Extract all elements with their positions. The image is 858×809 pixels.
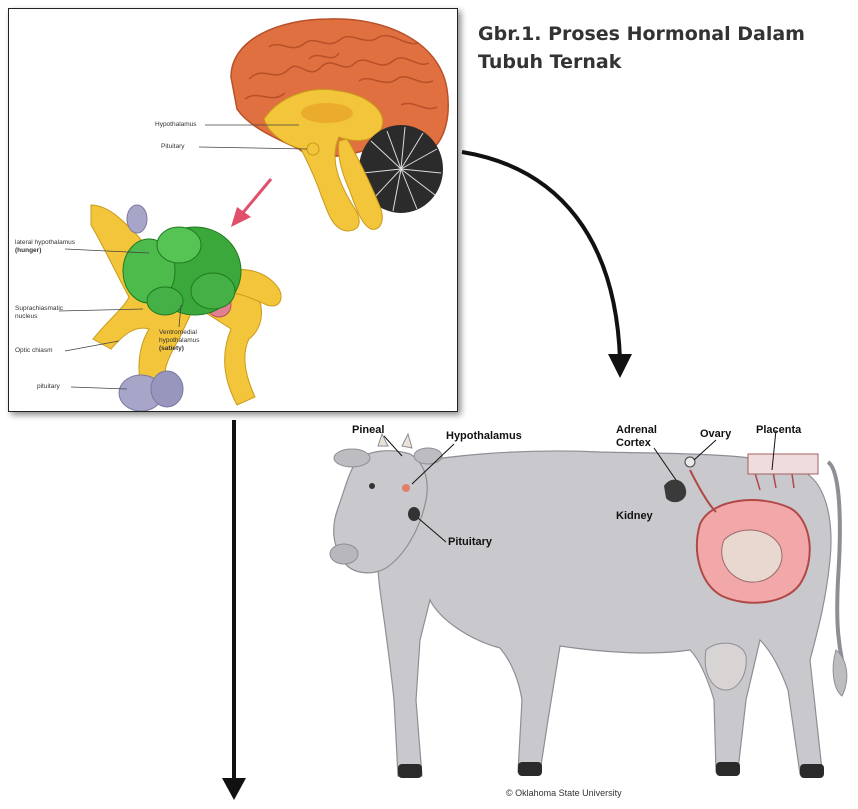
label-ovary: Ovary: [700, 428, 731, 441]
label-lateral-hypothalamus: lateral hypothalamus (hunger): [15, 239, 75, 255]
curved-arrow: [462, 152, 632, 378]
label-pineal: Pineal: [352, 424, 384, 437]
pituitary-gland: [119, 371, 183, 411]
zoom-arrow: [231, 179, 271, 227]
kidney-organ: [664, 480, 686, 503]
label-ventromedial: Ventromedial hypothalamus (satiety): [159, 329, 199, 353]
brain-panel: Hypothalamus Pituitary lateral hypothala…: [8, 8, 458, 412]
copyright-text: © Oklahoma State University: [506, 788, 622, 798]
label-cow-hypothalamus: Hypothalamus: [446, 430, 522, 443]
down-arrow: [222, 420, 246, 800]
caption-line-1: Gbr.1. Proses Hormonal Dalam: [478, 20, 805, 48]
corpus-callosum: [301, 103, 353, 123]
hypothalamus-green: [123, 227, 241, 315]
ovary-organ: [685, 457, 695, 467]
pituitary-leader: [199, 147, 307, 149]
cow-body: [330, 434, 847, 778]
label-pituitary-lower: pituitary: [37, 383, 60, 391]
label-pituitary: Pituitary: [161, 143, 184, 151]
placenta-organ: [690, 454, 818, 603]
label-adrenal-cortex: Adrenal Cortex: [616, 424, 657, 450]
label-placenta: Placenta: [756, 424, 801, 437]
label-kidney: Kidney: [616, 510, 653, 523]
caption-line-2: Tubuh Ternak: [478, 48, 805, 76]
figure-caption: Gbr.1. Proses Hormonal Dalam Tubuh Terna…: [478, 20, 805, 76]
hypothalamus-organ: [402, 484, 410, 492]
label-cow-pituitary: Pituitary: [448, 536, 492, 549]
label-suprachiasmatic: Suprachiasmatic nucleus: [15, 305, 63, 321]
cow-leaders: [384, 430, 776, 542]
label-optic-chiasm: Optic chiasm: [15, 347, 53, 355]
gray-nucleus: [127, 205, 147, 233]
label-hypothalamus: Hypothalamus: [155, 121, 197, 129]
brain-illustration: [9, 9, 457, 411]
pituitary-organ: [408, 507, 420, 521]
